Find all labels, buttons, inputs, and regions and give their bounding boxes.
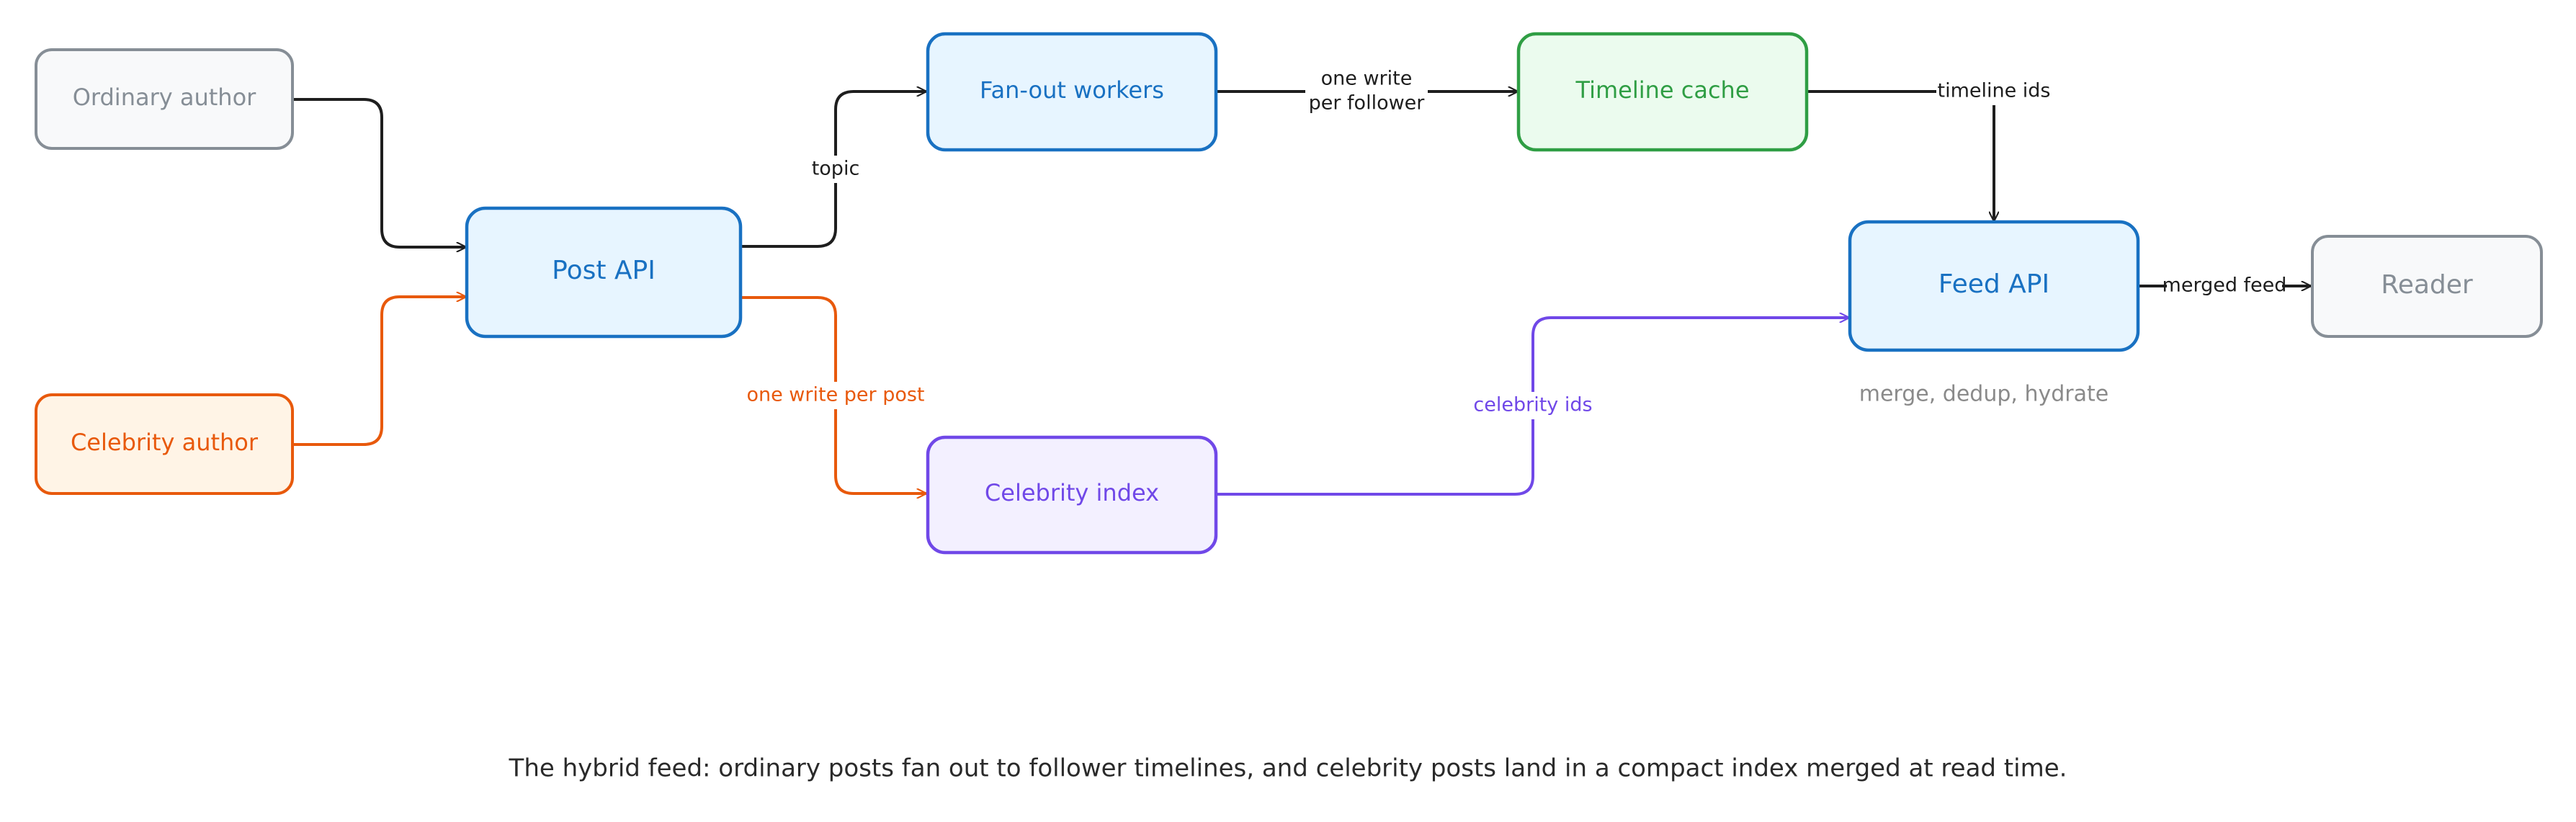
node-celebrity-author[interactable]: Celebrity author xyxy=(35,393,294,495)
edge-label-timeline-ids: timeline ids xyxy=(1936,78,2053,105)
edge-label-merged-feed-text: merged feed xyxy=(2163,274,2287,297)
edge-celebrity-to-post-api xyxy=(291,297,467,446)
node-post-api-label: Post API xyxy=(552,256,656,285)
feed-api-note: merge, dedup, hydrate xyxy=(1859,382,2108,407)
edge-label-celebrity-ids-text: celebrity ids xyxy=(1473,394,1592,416)
edge-label-one-write-per-post: one write per post xyxy=(739,382,932,409)
node-timeline-cache-label: Timeline cache xyxy=(1575,76,1750,104)
edge-label-topic-text: topic xyxy=(812,158,860,180)
node-reader[interactable]: Reader xyxy=(2311,235,2543,338)
diagram-caption: The hybrid feed: ordinary posts fan out … xyxy=(509,754,2067,783)
edge-label-one-write-per-follower: one write per follower xyxy=(1305,65,1428,118)
node-celebrity-index[interactable]: Celebrity index xyxy=(926,435,1218,555)
node-post-api[interactable]: Post API xyxy=(465,206,743,339)
edge-label-per-follower-text: per follower xyxy=(1309,92,1426,115)
edge-label-one-write-text: one write xyxy=(1321,68,1413,90)
node-fanout-workers-label: Fan-out workers xyxy=(980,76,1164,104)
edge-timeline-cache-to-feed-api xyxy=(1805,90,1994,222)
edge-label-merged-feed: merged feed xyxy=(2163,272,2287,300)
edge-ordinary-to-post-api xyxy=(291,98,467,247)
edge-label-timeline-ids-text: timeline ids xyxy=(1937,80,2050,102)
edge-label-one-write-per-post-text: one write per post xyxy=(746,384,924,406)
node-ordinary-author[interactable]: Ordinary author xyxy=(35,48,294,150)
node-celebrity-index-label: Celebrity index xyxy=(985,479,1159,506)
node-timeline-cache[interactable]: Timeline cache xyxy=(1516,32,1809,152)
node-celebrity-author-label: Celebrity author xyxy=(71,429,259,456)
edge-label-topic: topic xyxy=(805,156,866,183)
node-feed-api[interactable]: Feed API xyxy=(1848,220,2140,352)
node-fanout-workers[interactable]: Fan-out workers xyxy=(926,32,1218,152)
node-ordinary-author-label: Ordinary author xyxy=(73,84,256,111)
node-reader-label: Reader xyxy=(2381,270,2473,300)
node-feed-api-label: Feed API xyxy=(1938,269,2049,299)
edge-label-celebrity-ids: celebrity ids xyxy=(1468,392,1598,419)
